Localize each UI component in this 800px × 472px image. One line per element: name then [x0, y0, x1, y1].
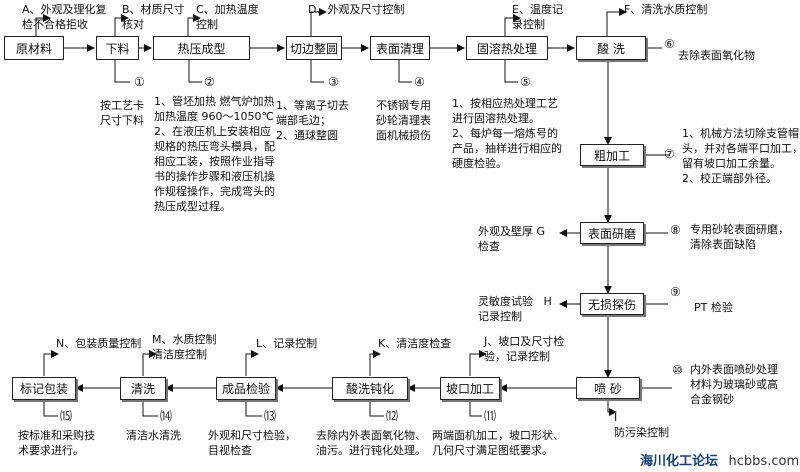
step-ndt: 无损探伤 [580, 293, 644, 315]
note-3: 1、等离子切去 端部毛边； 2、通球整圆 [276, 99, 349, 142]
marker-15: ⒂ [60, 409, 73, 423]
control-l: L、记录控制 [256, 337, 318, 350]
step-marking-packing: 标记包装 [12, 377, 76, 400]
step-raw-material: 原材料 [4, 36, 64, 60]
watermark: 海川化工论坛 hcbbs.com [640, 450, 799, 469]
control-j: J、坡口及尺寸检 验，记录控制 [484, 335, 565, 363]
marker-14: ⒁ [160, 409, 173, 423]
control-h: 灵敏度试验 H 记录控制 [478, 295, 552, 323]
control-c: C、加热温度 控制 [196, 3, 259, 31]
marker-8: ⑧ [670, 223, 681, 237]
control-n: N、包装质量控制 [56, 337, 142, 350]
note-12: 去除内外表面氧化物、 油污。进行钝化处理。 [316, 429, 426, 457]
watermark-url: hcbbs.com [728, 454, 800, 469]
step-hot-forming: 热压成型 [153, 36, 250, 60]
note-2: 1、管坯加热 燃气炉加热 加热温度 960～1050℃ 2、在液压机上安装相应 … [154, 95, 275, 213]
control-d: D、外观及尺寸控制 [308, 3, 405, 16]
step-surface-clean: 表面清理 [370, 36, 430, 60]
marker-1: ① [134, 75, 145, 89]
note-9: PT 检验 [694, 301, 733, 314]
marker-2: ② [204, 75, 215, 89]
marker-10: ⑩ [672, 363, 683, 377]
step-trim-round: 切边整圆 [286, 36, 342, 60]
note-8: 专用砂轮表面研磨， 清除表面缺陷 [690, 223, 789, 251]
note-6: 去除表面氧化物 [678, 49, 755, 62]
step-final-inspection: 成品检验 [216, 377, 276, 400]
note-14: 清洁水清洗 [126, 429, 181, 442]
control-k: K、清洁度检查 [378, 337, 452, 350]
marker-7: ⑦ [664, 147, 675, 161]
step-rough-machining: 粗加工 [580, 144, 644, 166]
marker-13: ⒀ [264, 409, 277, 423]
note-10: 内外表面喷砂处理 材料为玻璃砂或高 合金钢砂 [690, 363, 778, 406]
watermark-cn: 海川化工论坛 [640, 454, 719, 469]
marker-5: ⑤ [520, 75, 531, 89]
marker-4: ④ [414, 75, 425, 89]
note-15: 按标准和采购技 术要求进行。 [18, 429, 95, 457]
control-i: I 防污染控制 [614, 411, 669, 439]
control-g: 外观及壁厚 G 检查 [478, 225, 546, 253]
control-b: B、材质尺寸 核对 [122, 3, 185, 31]
marker-11: ⑾ [484, 409, 497, 423]
note-7: 1、机械方法切除支管帽 头，并对各端平口加工， 留有坡口加工余量。 2、校正端部… [682, 127, 800, 185]
marker-9: ⑨ [670, 285, 681, 299]
marker-12: ⑿ [386, 409, 399, 423]
step-cutting: 下料 [96, 36, 139, 60]
marker-3: ③ [328, 75, 339, 89]
control-f: F、清洗水质控制 [624, 3, 708, 16]
step-sand-blast: 喷 砂 [576, 377, 640, 399]
control-m: M、水质控制 清洁度控制 [152, 333, 217, 361]
marker-6: ⑥ [664, 37, 675, 51]
step-bevel: 坡口加工 [440, 377, 500, 400]
step-solution-treatment: 固溶热处理 [466, 36, 548, 60]
note-5: 1、按相应热处理工艺 进行固溶热处理。 2、每炉每一熔炼号的 产品，抽样进行相应… [452, 97, 562, 170]
note-11: 两端面机加工，坡口形状、 几何尺寸满足图纸要求。 [432, 429, 564, 457]
note-4: 不锈钢专用 砂轮清理表 面机械损伤 [376, 99, 431, 142]
step-surface-grinding: 表面研磨 [580, 222, 644, 244]
control-e: E、温度记 录控制 [512, 3, 563, 31]
note-1: 按工艺卡 尺寸下料 [100, 99, 144, 127]
step-cleaning: 清洗 [120, 377, 166, 400]
step-passivation: 酸洗钝化 [332, 377, 408, 400]
step-acid-wash: 酸 洗 [576, 36, 646, 60]
note-13: 外观和尺寸检验， 目视检查 [208, 429, 296, 457]
control-a: A、外观及理化复 检不合格拒收 [22, 3, 107, 31]
